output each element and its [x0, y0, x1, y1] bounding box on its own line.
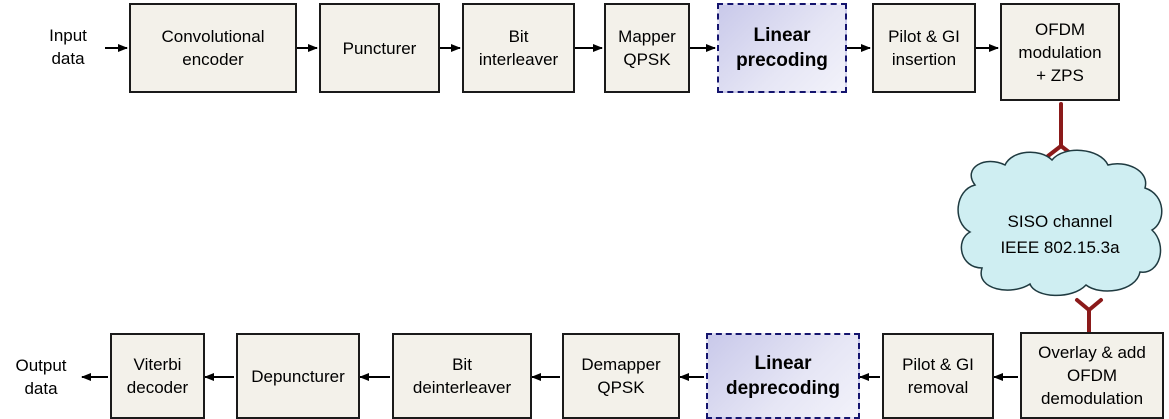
- pilot-gi-insertion-block: Pilot & GI insertion: [872, 3, 976, 93]
- demapper-qpsk-block: Demapper QPSK: [562, 333, 680, 419]
- output-data-label: Output data: [15, 356, 67, 398]
- puncturer-block: Puncturer: [319, 3, 440, 93]
- siso-channel-label: SISO channel IEEE 802.15.3a: [1000, 212, 1120, 257]
- ofdm-demodulation-block: Overlay & add OFDM demodulation: [1020, 332, 1164, 419]
- viterbi-decoder-block: Viterbi decoder: [110, 333, 205, 419]
- mapper-qpsk-block: Mapper QPSK: [604, 3, 690, 93]
- input-data-label: Input data: [49, 26, 87, 68]
- linear-deprecoding-block: Linear deprecoding: [706, 333, 860, 419]
- ofdm-modulation-block: OFDM modulation + ZPS: [1000, 3, 1120, 101]
- convolutional-encoder-block: Convolutional encoder: [129, 3, 297, 93]
- tx-antenna-icon: [1046, 102, 1076, 158]
- depuncturer-block: Depuncturer: [236, 333, 360, 419]
- pilot-gi-removal-block: Pilot & GI removal: [882, 333, 994, 419]
- linear-precoding-block: Linear precoding: [717, 3, 847, 93]
- bit-deinterleaver-block: Bit deinterleaver: [392, 333, 532, 419]
- bit-interleaver-block: Bit interleaver: [462, 3, 575, 93]
- channel-cloud-icon: [957, 149, 1163, 297]
